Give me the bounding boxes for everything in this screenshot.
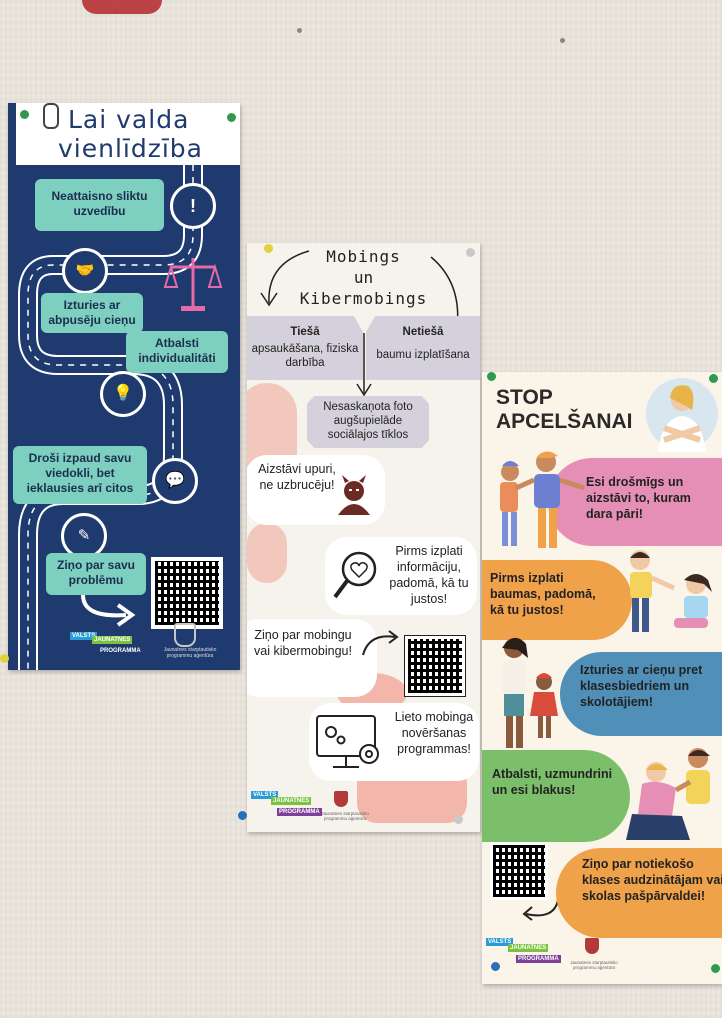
qr-code bbox=[151, 557, 223, 629]
step-report-problem: Ziņo par savu problēmu bbox=[46, 553, 146, 595]
kids-pushing-illustration bbox=[500, 451, 585, 548]
lightbulb-icon: 💡 bbox=[100, 371, 146, 417]
report-mobbing-bubble: Ziņo par mobingu vai kibermobingu! bbox=[247, 619, 377, 697]
kids-playing-illustration bbox=[630, 550, 712, 632]
indirect-mobbing-box: Netiešā baumu izplatīšana bbox=[366, 316, 480, 380]
handshake-icon: 🤝 bbox=[62, 248, 108, 294]
poster-equality-header: Lai valda vienlīdzība bbox=[16, 103, 240, 165]
agency-name: Jaunatnes starptautisko programmu aģentū… bbox=[321, 811, 369, 821]
indirect-title: Netiešā bbox=[402, 326, 444, 338]
wall-pin bbox=[297, 28, 302, 33]
pushpin bbox=[454, 815, 463, 824]
pushpin bbox=[491, 962, 500, 971]
photo-upload-box: Nesaskaņota foto augšupielāde sociālajos… bbox=[307, 396, 429, 448]
support-encourage-pill: Atbalsti, uzmundrini un esi blakus! bbox=[482, 750, 630, 842]
step-support-individuality: Atbalsti individualitāti bbox=[126, 331, 228, 373]
poster-stop-bullying: STOP APCELŠANAI Esi drošmīgs un aizstāvi… bbox=[482, 372, 722, 984]
logo-jaunatnes: VALSTS JAUNATNES PROGRAMMA bbox=[251, 791, 322, 816]
pushpin bbox=[227, 113, 236, 122]
computer-gear-icon bbox=[316, 715, 379, 768]
poster-stop-title-line1: STOP bbox=[496, 386, 553, 409]
agency-name: Jaunatnes starptautisko programmu aģentū… bbox=[163, 647, 217, 659]
logo-jaunatnes: VALSTS JAUNATNES PROGRAMMA bbox=[70, 632, 143, 655]
pushpin bbox=[238, 811, 247, 820]
agency-crest-icon bbox=[334, 791, 348, 807]
pushpin bbox=[487, 372, 496, 381]
agency-name: Jaunatnes starptautisko programmu aģentū… bbox=[570, 960, 618, 970]
step-no-justify: Neattaisno sliktu uzvedību bbox=[35, 179, 164, 231]
pushpin bbox=[709, 374, 718, 383]
devil-icon bbox=[338, 475, 370, 515]
direct-title: Tiešā bbox=[290, 326, 320, 338]
agency-crest-icon bbox=[585, 938, 599, 954]
agency-crest-icon bbox=[174, 623, 196, 647]
girl-crossed-arms-illustration bbox=[646, 378, 718, 452]
pencil-icon: ✎ bbox=[61, 513, 107, 559]
speech-bubble-icon: 💬 bbox=[152, 458, 198, 504]
scales-icon bbox=[163, 258, 223, 311]
think-before-rumors-pill: Pirms izplati baumas, padomā, kā tu just… bbox=[482, 560, 632, 640]
poster-equality: Lai valda vienlīdzība Neattaisno sliktu … bbox=[8, 103, 240, 670]
pushpin bbox=[20, 110, 29, 119]
think-before-sharing-bubble: Pirms izplati informāciju, padomā, kā tu… bbox=[325, 537, 477, 615]
pushpin bbox=[466, 248, 475, 257]
pushpin bbox=[264, 244, 273, 253]
curved-arrow-icon bbox=[522, 899, 559, 921]
magnifier-heart-icon bbox=[333, 551, 377, 599]
qr-code bbox=[404, 635, 466, 697]
direct-text: apsaukāšana, fiziska darbība bbox=[251, 343, 359, 369]
indirect-text: baumu izplatīšana bbox=[376, 349, 470, 361]
logo-jaunatnes: VALSTS JAUNATNES PROGRAMMA bbox=[486, 938, 561, 963]
pushpin bbox=[711, 964, 720, 973]
red-decoration bbox=[82, 0, 162, 14]
poster-mobbing: Mobings un Kibermobings Tiešā apsaukāšan… bbox=[247, 243, 480, 832]
curved-arrow-icon bbox=[362, 630, 399, 656]
paperclip-icon bbox=[43, 103, 59, 129]
poster-stop-title-line2: APCELŠANAI bbox=[496, 410, 633, 433]
respect-classmates-pill: Izturies ar cieņu pret klasesbiedriem un… bbox=[560, 652, 722, 736]
poster-mobbing-title-line2: un bbox=[353, 268, 374, 287]
poster-equality-title-line1: Lai valda bbox=[68, 105, 190, 134]
report-teacher-pill: Ziņo par notiekošo klases audzinātājam v… bbox=[556, 848, 722, 938]
direct-mobbing-box: Tiešā apsaukāšana, fiziska darbība bbox=[247, 316, 363, 380]
poster-equality-title-line2: vienlīdzība bbox=[58, 134, 203, 163]
comforting-friends-illustration bbox=[626, 748, 710, 840]
poster-mobbing-title-line1: Mobings bbox=[326, 247, 401, 266]
pushpin bbox=[0, 654, 9, 663]
brave-defend-pill: Esi drošmīgs un aizstāvi to, kuram dara … bbox=[548, 458, 722, 546]
mother-child-illustration bbox=[502, 637, 558, 748]
poster-mobbing-title-line3: Kibermobings bbox=[299, 289, 428, 308]
pink-blob bbox=[247, 523, 287, 583]
arrow-icon bbox=[81, 594, 136, 627]
exclamation-icon: ! bbox=[170, 183, 216, 229]
step-express-opinion: Droši izpaud savu viedokli, bet ieklausi… bbox=[13, 446, 147, 504]
step-mutual-respect: Izturies ar abpusēju cieņu bbox=[41, 293, 143, 333]
qr-code bbox=[490, 842, 548, 900]
wall-pin bbox=[560, 38, 565, 43]
